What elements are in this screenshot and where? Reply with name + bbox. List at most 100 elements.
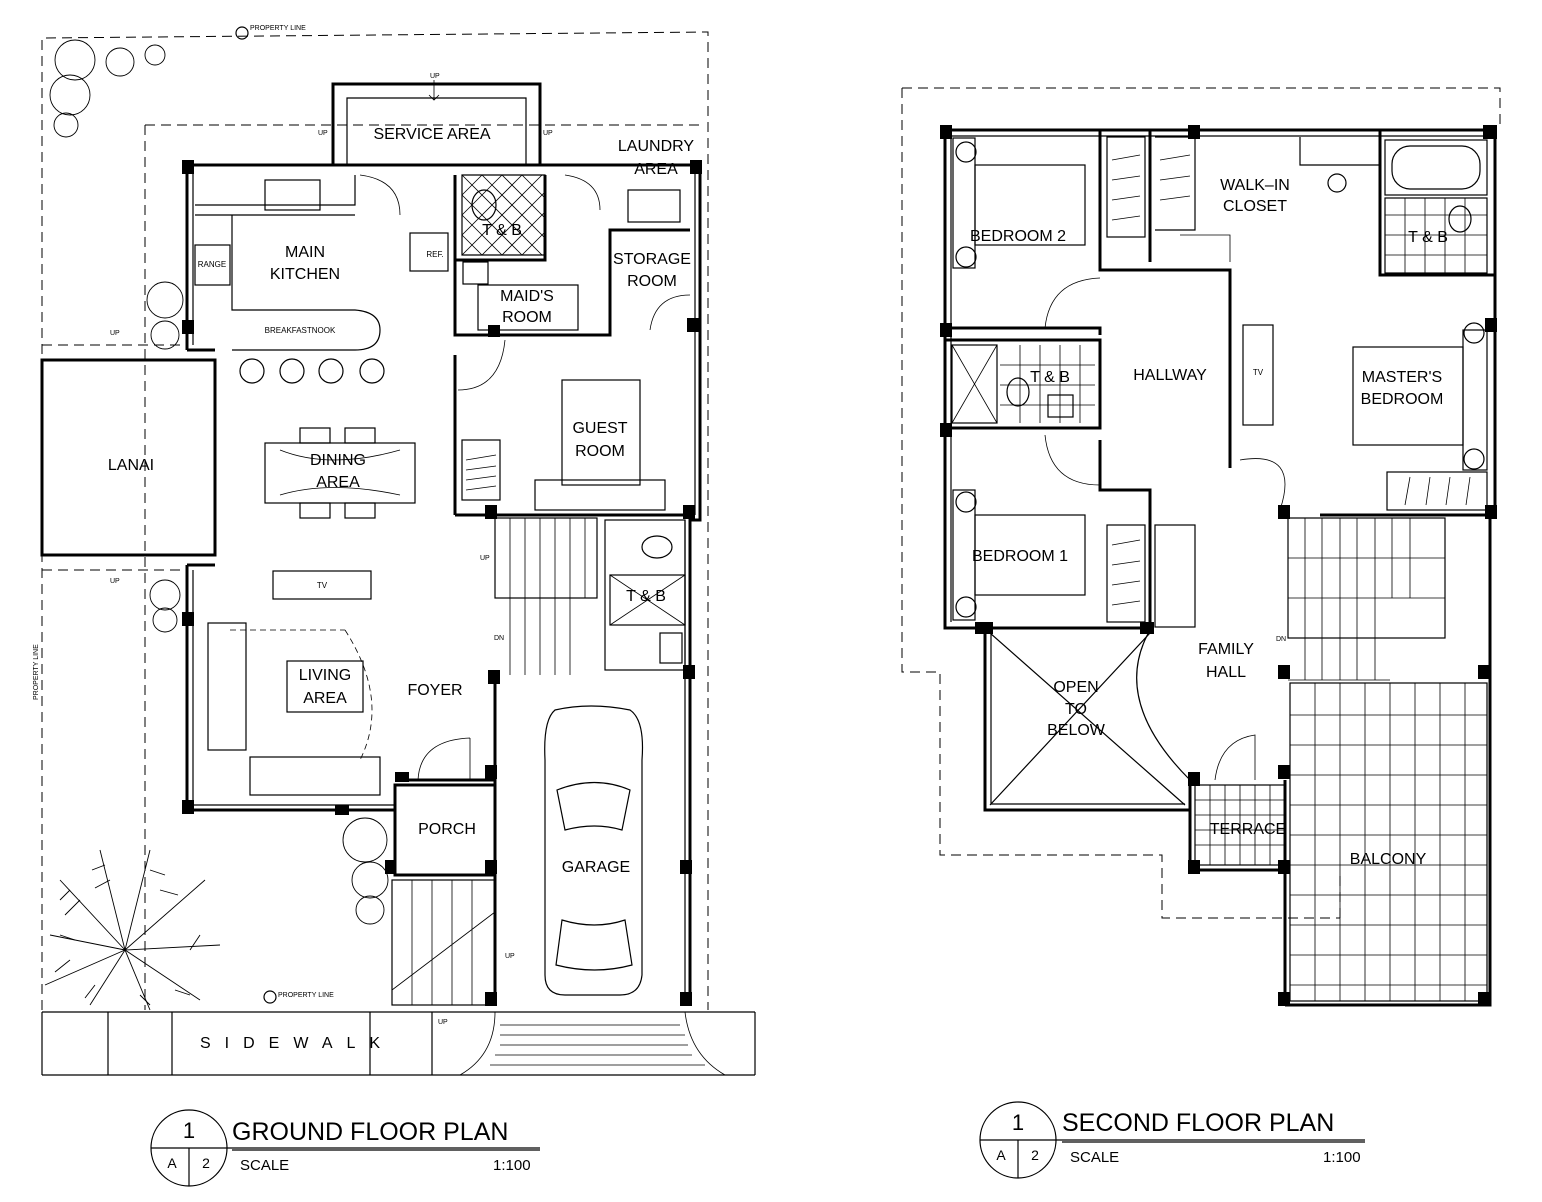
storage-room-label-2: ROOM (627, 273, 677, 290)
lanai-label: LANAI (108, 457, 154, 474)
tv-label: TV (1253, 368, 1264, 377)
range-stove (194, 244, 231, 286)
open-to-below-label-2: TO (1065, 701, 1087, 718)
dining-table (264, 442, 416, 504)
sofa (207, 622, 247, 751)
porch-outline (393, 783, 497, 877)
chair (299, 427, 331, 444)
ground-plan-title: GROUND FLOOR PLAN (232, 1118, 508, 1146)
chair (299, 502, 331, 519)
bathtub (1384, 139, 1488, 196)
property-line-marker (263, 990, 277, 1004)
ground-floor-plan: PROPERTY LINE PROPERTY LINE PROPERTY LIN… (33, 25, 756, 1187)
tb-tile-pattern (461, 174, 546, 256)
laundry-area-label-1: LAUNDRY (618, 138, 695, 155)
toilet (1448, 205, 1472, 233)
garage-car (544, 705, 644, 996)
laundry-tub (627, 189, 681, 223)
refrigerator (409, 232, 449, 272)
stool (318, 358, 344, 384)
kitchen-label-1: MAIN (285, 244, 325, 261)
up-label: UP (110, 330, 120, 337)
shrubs (49, 39, 389, 925)
second-columns (940, 125, 1497, 1006)
balcony-floor (1289, 682, 1488, 1002)
property-line-marker (235, 26, 249, 40)
walkin-closet-label-1: WALK–IN (1220, 177, 1290, 194)
up-label: UP (505, 953, 515, 960)
sidewalk-label: SIDEWALK (200, 1035, 394, 1052)
tv-console (1242, 324, 1274, 426)
up-label: UP (110, 578, 120, 585)
shower (609, 574, 686, 626)
second-floor-plan: BEDROOM 2 WALK–IN CLOSET T & B T & B HAL… (901, 87, 1501, 1179)
hallway-label: HALLWAY (1133, 367, 1207, 384)
range-label: RANGE (198, 260, 226, 269)
tb2-label: T & B (626, 588, 666, 605)
terrace-label: TERRACE (1210, 821, 1286, 838)
wardrobe (1386, 471, 1488, 511)
toilet (1006, 377, 1030, 407)
up-label: UP (318, 130, 328, 137)
wardrobe (1106, 524, 1146, 623)
palm-tree (44, 849, 221, 1011)
masters-bedroom-label-2: BEDROOM (1361, 391, 1444, 408)
up-label: UP (430, 73, 440, 80)
masters-bedroom-label-1: MASTER'S (1362, 369, 1442, 386)
second-sheet-number: 1 (1012, 1110, 1024, 1135)
dn-label: DN (1276, 636, 1286, 643)
second-exterior-walls (943, 128, 1497, 1007)
tb-label: T & B (482, 222, 522, 239)
shower (951, 344, 998, 424)
property-line-label-side: PROPERTY LINE (33, 644, 40, 700)
bedroom2-label: BEDROOM 2 (970, 228, 1066, 245)
storage-room-label-1: STORAGE (613, 251, 691, 268)
service-area-label: SERVICE AREA (373, 126, 490, 143)
up-label: UP (543, 130, 553, 137)
maids-sink (462, 261, 489, 285)
breakfast-nook-label: BREAKFASTNOOK (265, 326, 336, 335)
maids-room-label-2: ROOM (502, 309, 552, 326)
up-label: UP (480, 555, 490, 562)
family-hall-label-1: FAMILY (1198, 641, 1254, 658)
tv-console (272, 570, 372, 600)
open-to-below-label-3: BELOW (1047, 722, 1106, 739)
up-label: UP (438, 1019, 448, 1026)
second-sheet-ref-a: A (996, 1147, 1006, 1163)
ref-label: REF. (426, 250, 443, 259)
garage-label: GARAGE (562, 859, 630, 876)
ground-columns (182, 160, 702, 1006)
living-area-label-1: LIVING (299, 667, 351, 684)
maids-room-label-1: MAID'S (500, 288, 554, 305)
bathroom-label: T & B (1030, 369, 1070, 386)
ground-scale-label: SCALE (240, 1157, 289, 1174)
guest-room-label-1: GUEST (572, 420, 627, 437)
second-floor-outline (901, 87, 1501, 919)
property-line-label-bottom: PROPERTY LINE (278, 992, 334, 999)
stool (359, 358, 385, 384)
ground-sheet-number: 1 (183, 1118, 195, 1143)
ground-sheet-ref-a: A (167, 1155, 177, 1171)
wardrobe (1106, 136, 1146, 238)
wardrobe (461, 439, 501, 501)
service-area-outline (331, 82, 542, 165)
entry-steps (391, 879, 496, 1006)
coffee-table (286, 660, 364, 713)
second-sheet-ref-b: 2 (1031, 1147, 1039, 1163)
chair (344, 502, 376, 519)
sofa (249, 756, 381, 796)
lavatory (659, 632, 683, 664)
tv-label: TV (317, 581, 328, 590)
second-scale-label: SCALE (1070, 1149, 1119, 1166)
ground-title-block: 1 A 2 GROUND FLOOR PLAN SCALE 1:100 (150, 1109, 540, 1187)
maids-bed (477, 284, 579, 331)
family-hall-label-2: HALL (1206, 664, 1246, 681)
master-tb-label: T & B (1408, 229, 1448, 246)
toilet (471, 189, 497, 221)
balcony-label: BALCONY (1350, 851, 1427, 868)
stool (279, 358, 305, 384)
lavatory (1047, 394, 1074, 418)
toilet (641, 535, 673, 559)
walkin-closet-label-2: CLOSET (1223, 198, 1287, 215)
